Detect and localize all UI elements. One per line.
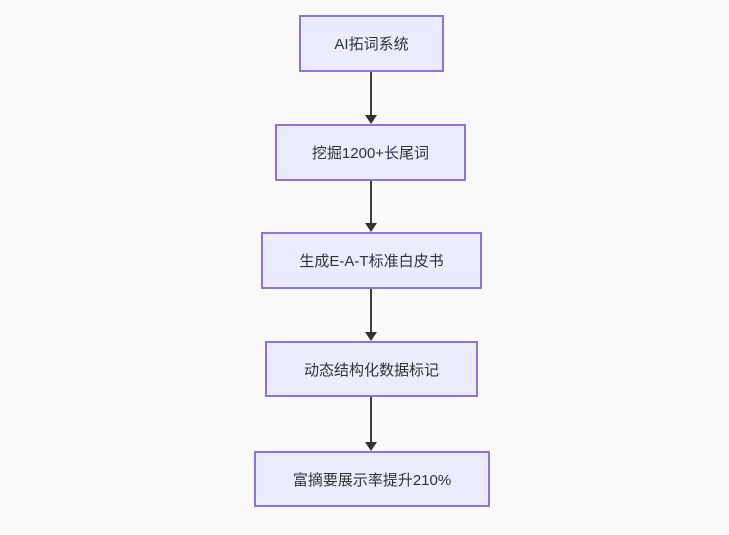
flow-node-label: 动态结构化数据标记 — [303, 361, 439, 379]
flow-node-ai-word-expansion: AI拓词系统 — [299, 15, 444, 72]
flow-edge-2 — [365, 181, 377, 232]
edge-line — [370, 72, 372, 116]
flow-edge-3 — [365, 289, 377, 341]
flow-node-label: 挖掘1200+长尾词 — [311, 145, 430, 162]
flow-node-eat-whitepaper: 生成E-A-T标准白皮书 — [261, 232, 482, 289]
edge-line — [370, 289, 372, 333]
arrowhead-down-icon — [365, 115, 377, 124]
flow-node-label: 生成E-A-T标准白皮书 — [299, 253, 444, 270]
arrowhead-down-icon — [365, 332, 377, 341]
arrowhead-down-icon — [365, 223, 377, 232]
flow-edge-4 — [365, 397, 377, 451]
flow-node-label: AI拓词系统 — [334, 36, 409, 53]
edge-line — [370, 397, 372, 443]
arrowhead-down-icon — [365, 442, 377, 451]
flow-edge-1 — [365, 72, 377, 124]
flow-node-rich-snippet-result: 富摘要展示率提升210% — [254, 451, 490, 507]
edge-line — [370, 181, 372, 224]
flow-node-longtail-mining: 挖掘1200+长尾词 — [275, 124, 466, 181]
flow-node-structured-data-markup: 动态结构化数据标记 — [265, 341, 478, 397]
flow-node-label: 富摘要展示率提升210% — [292, 471, 452, 489]
